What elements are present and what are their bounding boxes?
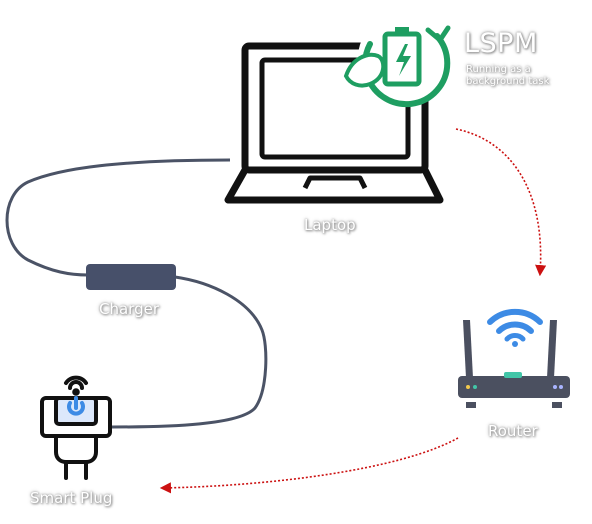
- arrow-laptop-to-router: [455, 128, 547, 277]
- lspm-description: Running as a background task: [466, 64, 550, 87]
- lspm-title: LSPM: [464, 28, 538, 59]
- router-icon: [458, 308, 570, 408]
- laptop-label: Laptop: [304, 216, 356, 234]
- power-cable-lower: [111, 275, 268, 429]
- router-label: Router: [488, 422, 538, 440]
- power-cable: [5, 158, 231, 277]
- battery-charging-icon: [343, 13, 451, 108]
- laptop-icon: [224, 42, 444, 204]
- smart-plug-label: Smart Plug: [30, 489, 113, 507]
- charger-icon: [86, 264, 176, 290]
- smart-plug-icon: [40, 375, 112, 480]
- charger-label: Charger: [99, 300, 159, 318]
- arrow-router-to-smart-plug: [159, 437, 459, 494]
